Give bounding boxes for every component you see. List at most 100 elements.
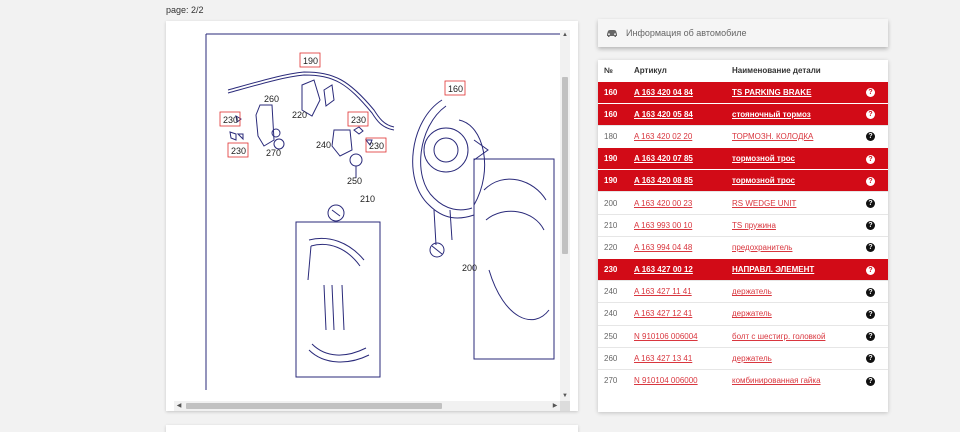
part-number: 240 — [598, 302, 634, 326]
part-name-link[interactable]: тормозной трос — [732, 154, 795, 164]
article-link[interactable]: A 163 427 00 12 — [634, 265, 693, 275]
scroll-down-icon[interactable]: ▼ — [562, 393, 568, 399]
scroll-left-icon[interactable]: ◀ — [176, 403, 182, 409]
part-number: 210 — [598, 213, 634, 237]
callout-160[interactable]: 160 — [448, 84, 463, 94]
article-link[interactable]: A 163 420 08 85 — [634, 176, 693, 186]
help-icon[interactable]: ? — [866, 309, 875, 319]
part-name-link[interactable]: предохранитель — [732, 242, 793, 252]
part-number: 250 — [598, 324, 634, 348]
help-icon[interactable]: ? — [866, 199, 875, 209]
scroll-right-icon[interactable]: ▶ — [552, 403, 558, 409]
part-name-link[interactable]: НАПРАВЛ. ЭЛЕМЕНТ — [732, 265, 815, 275]
article-link[interactable]: A 163 993 00 10 — [634, 220, 693, 230]
label-250: 250 — [347, 176, 362, 186]
header-info — [866, 60, 888, 81]
article-link[interactable]: N 910106 006004 — [634, 331, 698, 341]
callout-230-d[interactable]: 230 — [369, 141, 384, 151]
diagram-panel: 190 160 230 230 230 230 260 220 270 240 … — [166, 21, 578, 411]
part-name-link[interactable]: TS пружина — [732, 220, 776, 230]
label-270: 270 — [266, 148, 281, 158]
part-number: 190 — [598, 169, 634, 192]
help-icon[interactable]: ? — [866, 265, 875, 275]
part-number: 160 — [598, 80, 634, 104]
part-number: 240 — [598, 280, 634, 303]
callout-230-b[interactable]: 230 — [231, 146, 246, 156]
part-name-link[interactable]: держатель — [732, 353, 772, 363]
diagram-horizontal-scrollbar[interactable]: ◀ ▶ — [174, 401, 560, 411]
car-icon — [607, 30, 617, 37]
help-icon[interactable]: ? — [866, 88, 875, 98]
callout-190[interactable]: 190 — [303, 56, 318, 66]
help-icon[interactable]: ? — [866, 154, 875, 164]
part-number: 200 — [598, 191, 634, 215]
part-name-link[interactable]: болт с шестигр. головкой — [732, 331, 826, 341]
article-link[interactable]: A 163 427 11 41 — [634, 287, 692, 297]
part-name-link[interactable]: RS WEDGE UNIT — [732, 198, 797, 208]
part-name-link[interactable]: комбинированная гайка — [732, 376, 821, 386]
vertical-scroll-thumb[interactable] — [562, 77, 568, 254]
callout-230-c[interactable]: 230 — [351, 115, 366, 125]
part-name-link[interactable]: держатель — [732, 287, 772, 297]
article-link[interactable]: A 163 420 07 85 — [634, 154, 693, 164]
callout-230-a[interactable]: 230 — [223, 115, 238, 125]
car-info-label: Информация об автомобиле — [626, 28, 747, 38]
exploded-view-drawing: 190 160 230 230 230 230 260 220 270 240 … — [205, 33, 560, 390]
part-name-link[interactable]: стояночный тормоз — [732, 109, 811, 119]
article-link[interactable]: A 163 427 12 41 — [634, 309, 693, 319]
label-220: 220 — [292, 110, 307, 120]
car-info-button[interactable]: Информация об автомобиле — [598, 19, 888, 47]
article-link[interactable]: A 163 420 05 84 — [634, 109, 693, 119]
scroll-corner — [560, 401, 570, 411]
article-link[interactable]: A 163 420 04 84 — [634, 87, 693, 97]
label-210: 210 — [360, 194, 375, 204]
help-icon[interactable]: ? — [866, 243, 875, 253]
help-icon[interactable]: ? — [866, 287, 875, 297]
page-indicator: page: 2/2 — [166, 5, 204, 15]
article-link[interactable]: A 163 994 04 48 — [634, 242, 693, 252]
scroll-up-icon[interactable]: ▲ — [562, 32, 568, 38]
help-icon[interactable]: ? — [866, 110, 875, 120]
part-name-link[interactable]: ТОРМОЗН. КОЛОДКА — [732, 131, 814, 141]
header-article: Артикул — [634, 65, 667, 75]
part-number: 270 — [598, 368, 634, 392]
article-link[interactable]: A 163 420 00 23 — [634, 198, 693, 208]
part-name-link[interactable]: TS PARKING BRAKE — [732, 87, 812, 97]
article-link[interactable]: N 910104 006000 — [634, 376, 698, 386]
article-link[interactable]: A 163 427 13 41 — [634, 353, 693, 363]
header-number: № — [604, 65, 613, 75]
help-icon[interactable]: ? — [866, 221, 875, 231]
part-number: 230 — [598, 257, 634, 281]
label-260: 260 — [264, 94, 279, 104]
header-part-name: Наименование детали — [732, 65, 821, 75]
part-number: 260 — [598, 346, 634, 370]
help-icon[interactable]: ? — [866, 332, 875, 342]
part-number: 220 — [598, 235, 634, 259]
article-link[interactable]: A 163 420 02 20 — [634, 131, 693, 141]
help-icon[interactable]: ? — [866, 176, 875, 186]
part-name-link[interactable]: тормозной трос — [732, 176, 795, 186]
help-icon[interactable]: ? — [866, 354, 875, 364]
diagram-vertical-scrollbar[interactable]: ▲ ▼ — [560, 30, 570, 401]
horizontal-scroll-thumb[interactable] — [186, 403, 442, 409]
help-icon[interactable]: ? — [866, 376, 875, 386]
parts-diagram[interactable]: 190 160 230 230 230 230 260 220 270 240 … — [174, 30, 560, 401]
part-name-link[interactable]: держатель — [732, 309, 772, 319]
help-icon[interactable]: ? — [866, 132, 875, 142]
